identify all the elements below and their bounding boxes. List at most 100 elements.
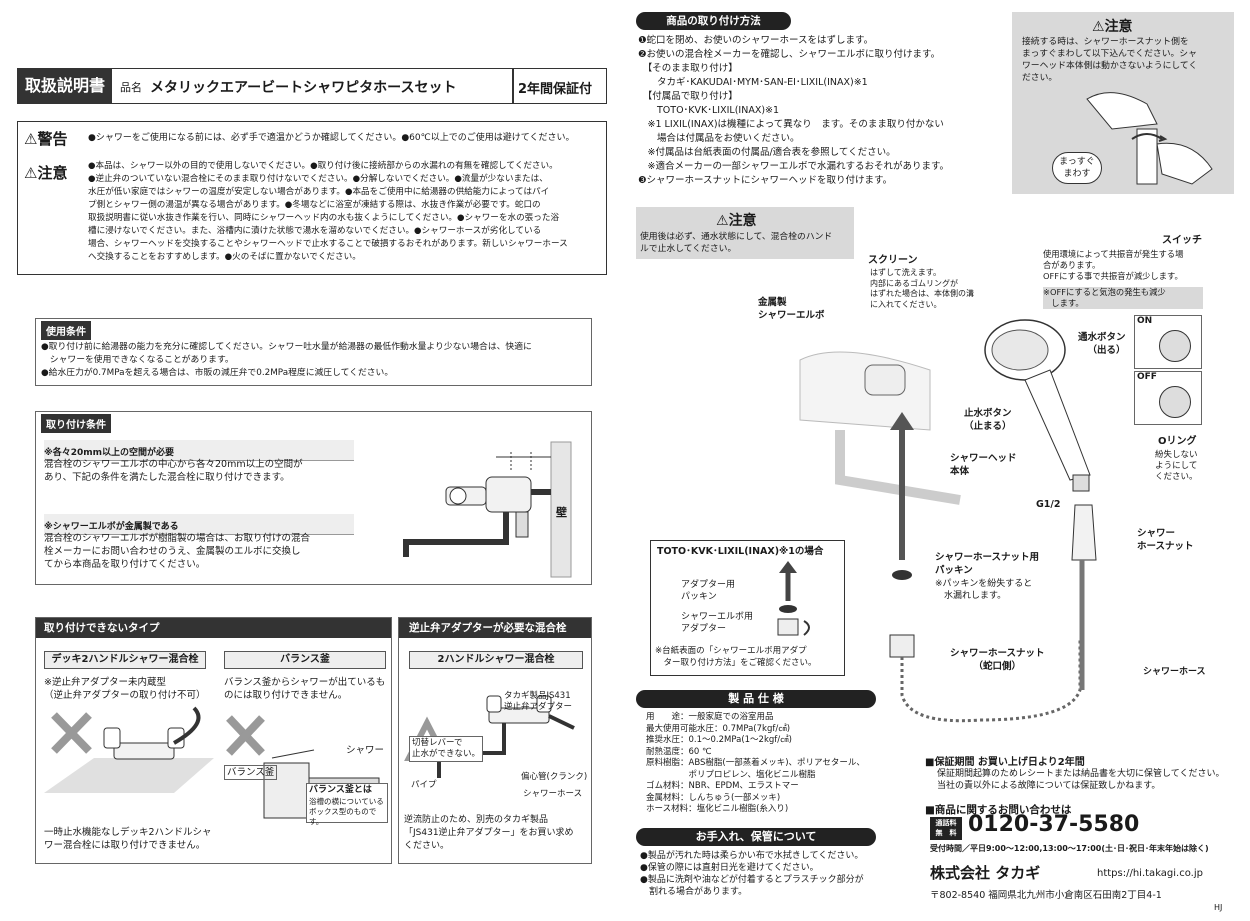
safety-box: ⚠警告 ●シャワーをご使用になる前には、必ず手で適温かどうか確認してください。●… (17, 121, 607, 275)
hose-label-right: シャワーホース (1143, 667, 1206, 677)
company-url[interactable]: https://hi.takagi.co.jp (1097, 868, 1203, 879)
wall-label: 壁 (556, 506, 567, 519)
faucet-illustration (403, 441, 572, 578)
switch-off-icon (1159, 386, 1191, 418)
adapter-illustration (777, 561, 810, 636)
usage-text: ●取り付け前に給湯器の能力を充分に確認してください。シャワー吐水量が給湯器の最低… (41, 342, 532, 378)
packing-note: ※パッキンを紛失すると 水漏れします。 (935, 579, 1033, 601)
adapter-label: タカギ製品JS431 逆止弁アダプター (504, 691, 573, 712)
adapter-inset-box: TOTO･KVK･LIXIL(INAX)※1の場合 アダプター用 パッキン シャ… (650, 540, 845, 676)
water-button-label: 通水ボタン （出る） (1078, 332, 1126, 356)
warranty-title: ■保証期間 お買い上げ日より2年間 (925, 757, 1085, 768)
cannot-install-box: 取り付けできないタイプ デッキ2ハンドルシャワー混合栓 ※逆止弁アダプター未内蔵… (35, 617, 392, 864)
phone-number: 0120-37-5580 (968, 812, 1140, 837)
document-code: HJ (1214, 903, 1223, 912)
balance-boiler-title: バランス釜 (224, 651, 386, 669)
switch-note: 使用環境によって共振音が発生する場 合があります。 OFFにする事で共振音が減少… (1043, 249, 1184, 281)
adapter-packing-label: アダプター用 パッキン (681, 580, 736, 602)
metal-elbow-label: 金属製 シャワーエルボ (758, 297, 825, 321)
adapter-elbow-label: シャワーエルボ用 アダプター (681, 612, 754, 634)
crank-label: 偏心管(クランク) (521, 772, 588, 782)
screen-label: スクリーン (868, 255, 918, 266)
caution-mid-box: ⚠注意 使用後は必ず、通水状態にして、混合栓のハンド ルで止水してください。 (636, 207, 854, 259)
two-handle-title: 2ハンドルシャワー混合栓 (409, 651, 583, 669)
not-allowed-x-icon (51, 712, 92, 754)
deck-faucet-bottom-note: 一時止水機能なしデッキ2ハンドルシャ ワー混合栓には取り付けできません。 (44, 827, 212, 851)
balance-callout: バランス釜とは 浴槽の横についている ボックス型のものです。 (306, 783, 388, 826)
balance-label: バランス釜 (224, 765, 278, 780)
company-address: 〒802-8540 福岡県北九州市小倉南区石田南2丁目4-1 (930, 890, 1162, 901)
usage-title: 使用条件 (41, 321, 91, 340)
warning-heading: ⚠警告 (24, 130, 68, 148)
switch-note-2: ※OFFにすると気泡の発生も減少 します。 (1043, 287, 1203, 309)
care-title: お手入れ、保管について (636, 828, 876, 846)
metal-elbow-sub: ※シャワーエルボが金属製である (44, 522, 179, 532)
hose-nut-tap-label: シャワーホースナット （蛇口側） (950, 648, 1045, 672)
oring-note: 紛失しない ようにして ください。 (1155, 450, 1198, 482)
contact-hours: 受付時間／平日9:00～12:00,13:00～17:00(土･日･祝日･年末年… (930, 844, 1209, 853)
warranty-text: 保証期間起算のためレシートまたは納品書を大切に保管してください。 当社の責以外に… (937, 769, 1225, 791)
space-requirement-text: 混合栓のシャワーエルボの中心から各々20mm以上の空間が あり、下記の条件を満た… (44, 459, 303, 483)
usage-box: 使用条件 ●取り付け前に給湯器の能力を充分に確認してください。シャワー吐水量が給… (35, 318, 592, 386)
free-call-badge: 通話料 無 料 (930, 817, 962, 840)
company-name: 株式会社 タカギ (930, 864, 1041, 882)
care-text: ●製品が汚れた時は柔らかい布で水拭きしてください。 ●保管の際には直射日光を避け… (640, 851, 864, 897)
turn-straight-bubble: まっすぐ まわす (1052, 152, 1102, 184)
switch-lever-label: 切替レバーで 止水ができない。 (409, 736, 484, 762)
warning-triangle-icon: ⚠ (24, 130, 38, 148)
space-requirement-sub: ※各々20mm以上の空間が必要 (44, 448, 175, 458)
balance-boiler-note: バランス釜からシャワーが出ているも のには取り付けできません。 (224, 677, 386, 701)
caution-text: ●本品は、シャワー以外の目的で使用しないでください。●取り付け後に接続部からの水… (88, 161, 568, 262)
hose-label: シャワーホース (523, 789, 583, 799)
two-handle-illustration (404, 695, 575, 778)
specs-text: 用 途：一般家庭での浴室用品 最大使用可能水圧：0.7MPa(7kgf/㎠) 推… (646, 712, 865, 814)
deck-faucet-illustration (44, 706, 214, 793)
shower-label: シャワー (346, 745, 385, 756)
adapter-inset-title: TOTO･KVK･LIXIL(INAX)※1の場合 (657, 546, 824, 557)
name-label: 品名 (120, 81, 142, 94)
install-method-title: 商品の取り付け方法 (636, 12, 791, 30)
deck-faucet-note: ※逆止弁アダプター未内蔵型 （逆止弁アダプターの取り付け不可） (44, 677, 206, 701)
adapter-inset-note: ※台紙表面の「シャワーエルボ用アダプ ター取り付け方法」をご確認ください。 (655, 646, 817, 668)
hose-nut-right-label: シャワー ホースナット (1137, 528, 1194, 552)
screen-note: はずして洗えます。 内部にあるゴムリングが はずれた場合は、本体側の溝 に入れて… (870, 268, 974, 309)
caution-top-text: 接続する時は、シャワーホースナット側を まっすぐまわして以下込んでください。シャ… (1022, 37, 1198, 83)
caution-triangle-icon: ⚠ (24, 164, 38, 182)
packing-label: シャワーホースナット用 パッキン (935, 552, 1040, 576)
check-valve-box: 逆止弁アダプターが必要な混合栓 2ハンドルシャワー混合栓 タカギ製品JS431 … (398, 617, 592, 864)
not-allowed-x-icon (226, 715, 265, 756)
deck-faucet-title: デッキ2ハンドルシャワー混合栓 (44, 651, 206, 669)
caution-triangle-icon: ⚠ (1092, 19, 1105, 35)
warning-text: ●シャワーをご使用になる前には、必ず手で適温かどうか確認してください。●60℃以… (88, 133, 575, 143)
oring-label: Oリング (1158, 436, 1197, 447)
switch-on-icon (1159, 330, 1191, 362)
check-valve-title: 逆止弁アダプターが必要な混合栓 (399, 618, 591, 638)
install-method-text: ❶蛇口を閉め、お使いのシャワーホースをはずします。 ❷お使いの混合栓メーカーを確… (638, 35, 950, 186)
g12-label: G1/2 (1036, 499, 1061, 510)
specs-title: 製 品 仕 様 (636, 690, 876, 708)
switch-label: スイッチ (1162, 235, 1202, 246)
off-indicator: OFF (1134, 371, 1202, 425)
caution-top-heading: ⚠注意 (1092, 19, 1133, 35)
cannot-install-title: 取り付けできないタイプ (36, 618, 391, 638)
caution-heading: ⚠注意 (24, 164, 68, 182)
contact-title: ■商品に関するお問い合わせは (925, 804, 1072, 816)
title-bar: 取扱説明書 品名 メタリックエアービートシャワピタホースセット 2年間保証付 (17, 68, 607, 104)
check-valve-text: 逆流防止のため、別売のタカギ製品 「JS431逆止弁アダプター」をお買い求め く… (404, 815, 574, 851)
warranty-badge: 2年間保証付 (518, 82, 593, 97)
hand-turning-illustration (1086, 92, 1213, 185)
caution-mid-text: 使用後は必ず、通水状態にして、混合栓のハンド ルで止水してください。 (640, 232, 833, 254)
caution-top-box: ⚠注意 接続する時は、シャワーホースナット側を まっすぐまわして以下込んでくださ… (1012, 12, 1234, 194)
shower-head-body-label: シャワーヘッド 本体 (950, 453, 1017, 477)
product-name: メタリックエアービートシャワピタホースセット (150, 80, 457, 96)
stop-button-label: 止水ボタン （止まる） (964, 408, 1012, 432)
caution-mid-heading: ⚠注意 (716, 213, 757, 229)
install-cond-title: 取り付け条件 (41, 414, 111, 433)
pipe-label: パイプ (411, 780, 437, 790)
install-cond-box: 取り付け条件 ※各々20mm以上の空間が必要 混合栓のシャワーエルボの中心から各… (35, 411, 592, 585)
caution-triangle-icon: ⚠ (716, 213, 729, 229)
metal-elbow-text: 混合栓のシャワーエルボが樹脂製の場合は、お取り付けの混合 栓メーカーにお問い合わ… (44, 533, 311, 570)
product-diagram (799, 319, 1097, 723)
doc-type: 取扱説明書 (18, 69, 112, 103)
on-indicator: ON (1134, 315, 1202, 369)
